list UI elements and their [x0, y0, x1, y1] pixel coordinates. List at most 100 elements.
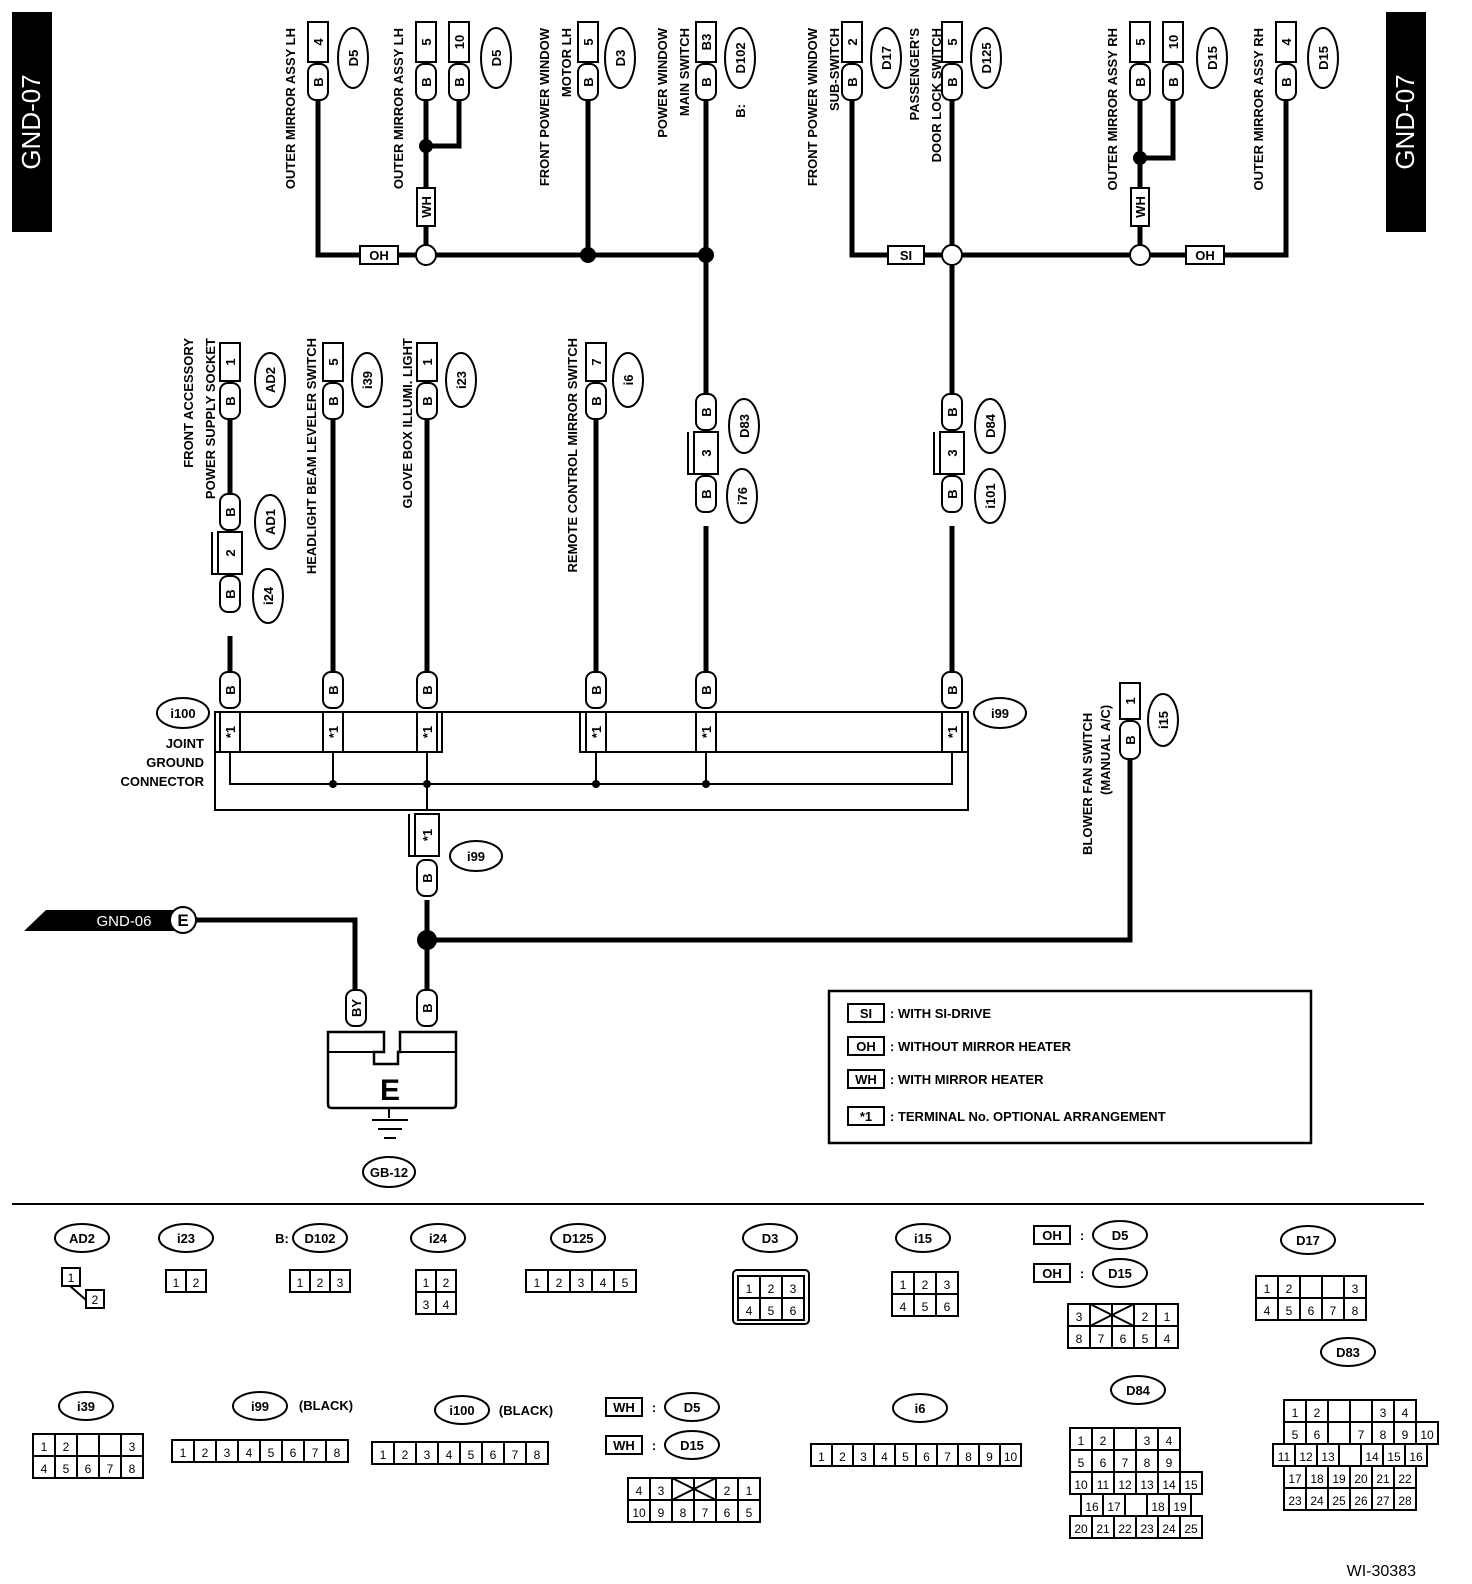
- jgc-pin: B*1: [416, 671, 438, 753]
- wire-color: B: [223, 396, 238, 405]
- pin-number: B3: [699, 34, 714, 51]
- terminal-number: 20: [1354, 1472, 1368, 1486]
- terminal-number: 4: [246, 1446, 253, 1460]
- wire-color: B: [699, 685, 714, 694]
- separator: :: [1080, 1228, 1084, 1243]
- connector-name: i100: [449, 1403, 474, 1418]
- terminal-cell: [781, 1297, 805, 1321]
- svg-text:: WITH MIRROR HEATER: : WITH MIRROR HEATER: [890, 1072, 1044, 1087]
- terminal-cell: [1349, 1399, 1373, 1423]
- terminal-number: 2: [922, 1278, 929, 1292]
- reference-code: WI-30383: [1347, 1563, 1416, 1580]
- terminal-cell: [76, 1433, 100, 1457]
- terminal-number: 12: [1118, 1478, 1132, 1492]
- wire-color: B: [420, 685, 435, 694]
- terminal-cell: [1393, 1487, 1417, 1511]
- terminal-number: 7: [1122, 1456, 1129, 1470]
- terminal-number: 4: [881, 1450, 888, 1464]
- terminal-number: 8: [334, 1446, 341, 1460]
- terminal-number: 25: [1184, 1522, 1198, 1536]
- terminal-number: 3: [790, 1282, 797, 1296]
- terminal-number: 5: [63, 1462, 70, 1476]
- component-label: PASSENGER'S: [907, 28, 922, 121]
- terminal-number: 14: [1162, 1478, 1176, 1492]
- terminal-number: 5: [768, 1304, 775, 1318]
- connector-id: i101: [983, 483, 998, 508]
- wire-color: B: [420, 396, 435, 405]
- terminal-number: 11: [1278, 1450, 1291, 1464]
- pin-number: 4: [311, 38, 326, 46]
- terminal-number: 24: [1162, 1522, 1176, 1536]
- terminal-number: 5: [746, 1506, 753, 1520]
- terminal-cell: [737, 1499, 761, 1523]
- terminal-cell: [935, 1293, 959, 1317]
- wire-color: B: [311, 77, 326, 86]
- option-oh-right: OH: [1185, 245, 1225, 265]
- terminal-cell: [1327, 1399, 1351, 1423]
- terminal-number: 2: [92, 1293, 99, 1307]
- svg-text:: WITHOUT MIRROR HEATER: : WITHOUT MIRROR HEATER: [890, 1039, 1072, 1054]
- connector-name: D17: [1296, 1233, 1320, 1248]
- terminal-cell: [1155, 1325, 1179, 1349]
- connector-id: i23: [454, 371, 469, 389]
- component-label: MAIN SWITCH: [677, 28, 692, 116]
- terminal-number: 23: [1140, 1522, 1154, 1536]
- option-code: OH: [1042, 1266, 1062, 1281]
- terminal-number: 7: [702, 1506, 709, 1520]
- component-label: OUTER MIRROR ASSY RH: [1251, 28, 1266, 191]
- wire-color: B: [699, 489, 714, 498]
- connector-name: i39: [77, 1399, 95, 1414]
- pin-number: 1: [223, 358, 238, 365]
- terminal-cell: [329, 1269, 351, 1293]
- svg-text:BLOWER FAN SWITCH: BLOWER FAN SWITCH: [1080, 713, 1095, 855]
- page-tag-right-text: GND-07: [1390, 74, 1420, 169]
- wire-color: B: [223, 507, 238, 516]
- component-label: FRONT POWER WINDOW: [537, 27, 552, 186]
- terminal-number: 9: [658, 1506, 665, 1520]
- terminal-number: 10: [1074, 1478, 1088, 1492]
- connector-id-oval: [870, 27, 902, 89]
- wire-color: B: [581, 77, 596, 86]
- connector-name: i99: [251, 1399, 269, 1414]
- terminal-number: 19: [1173, 1500, 1187, 1514]
- terminal-number: 7: [1358, 1428, 1365, 1442]
- terminal-number: 4: [746, 1304, 753, 1318]
- terminal-number: 1: [423, 1276, 430, 1290]
- terminal-number: 6: [1100, 1456, 1107, 1470]
- terminal-number: 1: [746, 1282, 753, 1296]
- option-code: OH: [1042, 1228, 1062, 1243]
- connector-id-i100: i100: [170, 706, 195, 721]
- connector-name: D5: [1112, 1228, 1129, 1243]
- terminal-number: 22: [1398, 1472, 1412, 1486]
- terminal-number: 19: [1332, 1472, 1346, 1486]
- terminal-cell: [1113, 1427, 1137, 1451]
- wire-color: B: [945, 685, 960, 694]
- svg-text:i15: i15: [1156, 711, 1171, 729]
- connector-id: D15: [1316, 46, 1331, 70]
- svg-text:B: B: [420, 1003, 435, 1012]
- svg-text:OH: OH: [369, 248, 389, 263]
- component-label: POWER WINDOW: [655, 27, 670, 137]
- terminal-number: 3: [1144, 1434, 1151, 1448]
- terminal-number: 16: [1409, 1450, 1423, 1464]
- terminal-number: 2: [443, 1276, 450, 1290]
- svg-text:WH: WH: [1133, 196, 1148, 218]
- connector-id: i6: [621, 375, 636, 386]
- terminal-number: 6: [1120, 1332, 1127, 1346]
- terminal-cell: [525, 1441, 549, 1465]
- connector-note: (BLACK): [499, 1403, 553, 1418]
